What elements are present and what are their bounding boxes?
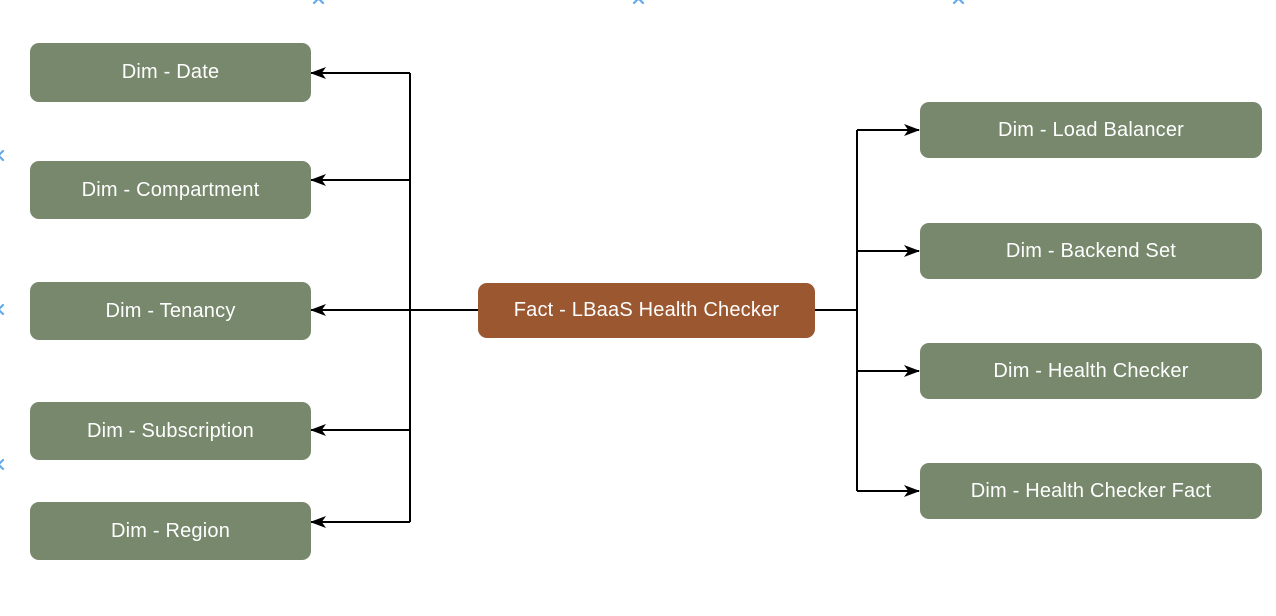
node-dim-tenancy[interactable]: Dim - Tenancy [30, 282, 311, 340]
node-dim-health-checker[interactable]: Dim - Health Checker [920, 343, 1262, 399]
node-dim-load-balancer[interactable]: Dim - Load Balancer [920, 102, 1262, 158]
node-dim-compartment[interactable]: Dim - Compartment [30, 161, 311, 219]
node-dim-subscription[interactable]: Dim - Subscription [30, 402, 311, 460]
node-dim-health-checker-fact[interactable]: Dim - Health Checker Fact [920, 463, 1262, 519]
node-dim-backend-set[interactable]: Dim - Backend Set [920, 223, 1262, 279]
node-dim-date[interactable]: Dim - Date [30, 43, 311, 102]
node-dim-region[interactable]: Dim - Region [30, 502, 311, 560]
node-fact-lbaas-health-checker[interactable]: Fact - LBaaS Health Checker [478, 283, 815, 338]
